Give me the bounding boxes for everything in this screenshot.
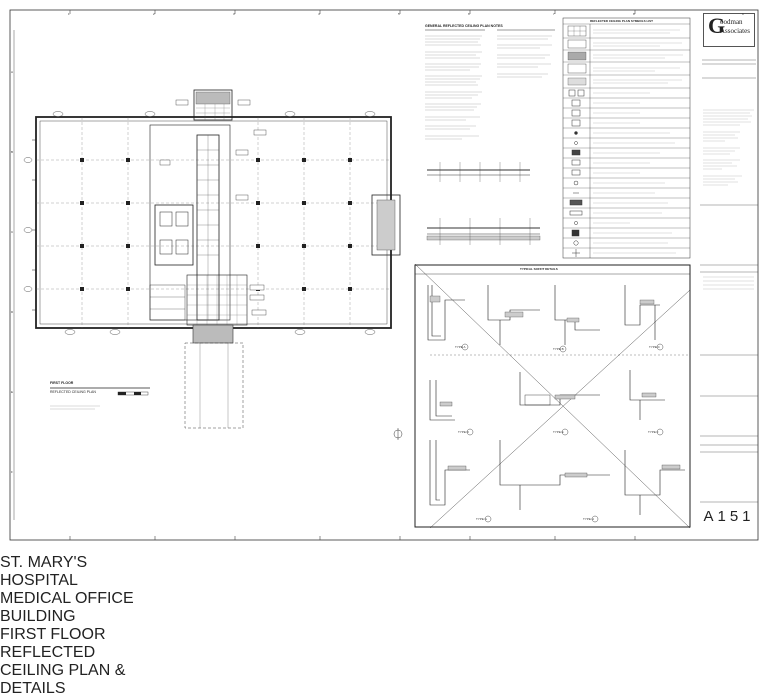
detail-label-f: TYPE F (648, 430, 659, 434)
detail-label-a: TYPE A (455, 345, 466, 349)
plan-title-block (50, 387, 150, 410)
grid-row-c: C (11, 230, 14, 234)
grid-col-3: 3 (233, 12, 235, 16)
sheet-title-line4: DETAILS (0, 680, 66, 697)
grid-col-7: 7 (553, 12, 555, 16)
sheet-title-line2: REFLECTED (0, 644, 96, 661)
detail-label-b: TYPE B (553, 347, 564, 351)
sheet-linework (9, 9, 759, 541)
title-block-lines (700, 59, 758, 503)
detail-label-g: TYPE G (476, 517, 488, 521)
sheet-number: A151 (703, 508, 755, 525)
firm-logo-initial: G (708, 13, 726, 38)
symbol-legend (562, 17, 691, 259)
grid-col-4: 4 (318, 12, 320, 16)
grid-row-d: D (11, 310, 14, 314)
firm-logo-line2: Associates (720, 27, 750, 35)
general-notes (425, 29, 555, 140)
grid-col-5: 5 (398, 12, 400, 16)
sheet-title-line1: FIRST FLOOR (0, 626, 106, 643)
north-arrow (393, 428, 403, 440)
detail-label-c: TYPE C (649, 345, 660, 349)
floor-plan (23, 89, 401, 429)
grid-col-1: 1 (68, 12, 70, 16)
project-client-line2: HOSPITAL (0, 572, 78, 589)
grid-row-b: B (11, 150, 14, 154)
detail-label-d: TYPE D (458, 430, 469, 434)
legend-title: REFLECTED CEILING PLAN SYMBOLS LIST (590, 19, 654, 23)
grid-row-e: E (11, 390, 14, 394)
sheet-title-line3: CEILING PLAN & (0, 662, 126, 679)
soffit-details-panel (414, 263, 691, 529)
project-building-line2: BUILDING (0, 608, 76, 625)
details-title: TYPICAL SOFFIT DETAILS (520, 267, 558, 271)
grid-col-8: 8 (633, 12, 635, 16)
plan-title: FIRST FLOOR (50, 381, 74, 385)
ceiling-section-details (426, 162, 541, 245)
project-client-line1: ST. MARY'S (0, 554, 88, 571)
project-building-line1: MEDICAL OFFICE (0, 590, 134, 607)
notes-title: GENERAL REFLECTED CEILING PLAN NOTES (425, 24, 503, 28)
plan-subtitle: REFLECTED CEILING PLAN (50, 390, 96, 394)
grid-row-f: F (11, 470, 13, 474)
firm-logo: G oodman Associates (703, 13, 755, 47)
drawing-sheet: G oodman Associates FIRST FLOOR REFLECTE… (0, 9, 759, 697)
grid-col-9: 9 (742, 12, 744, 16)
grid-row-a: A (11, 70, 14, 74)
detail-label-h: TYPE H (583, 517, 594, 521)
grid-col-2: 2 (153, 12, 155, 16)
detail-label-e: TYPE E (553, 430, 564, 434)
grid-col-6: 6 (468, 12, 470, 16)
firm-logo-line1: oodman (720, 18, 743, 26)
